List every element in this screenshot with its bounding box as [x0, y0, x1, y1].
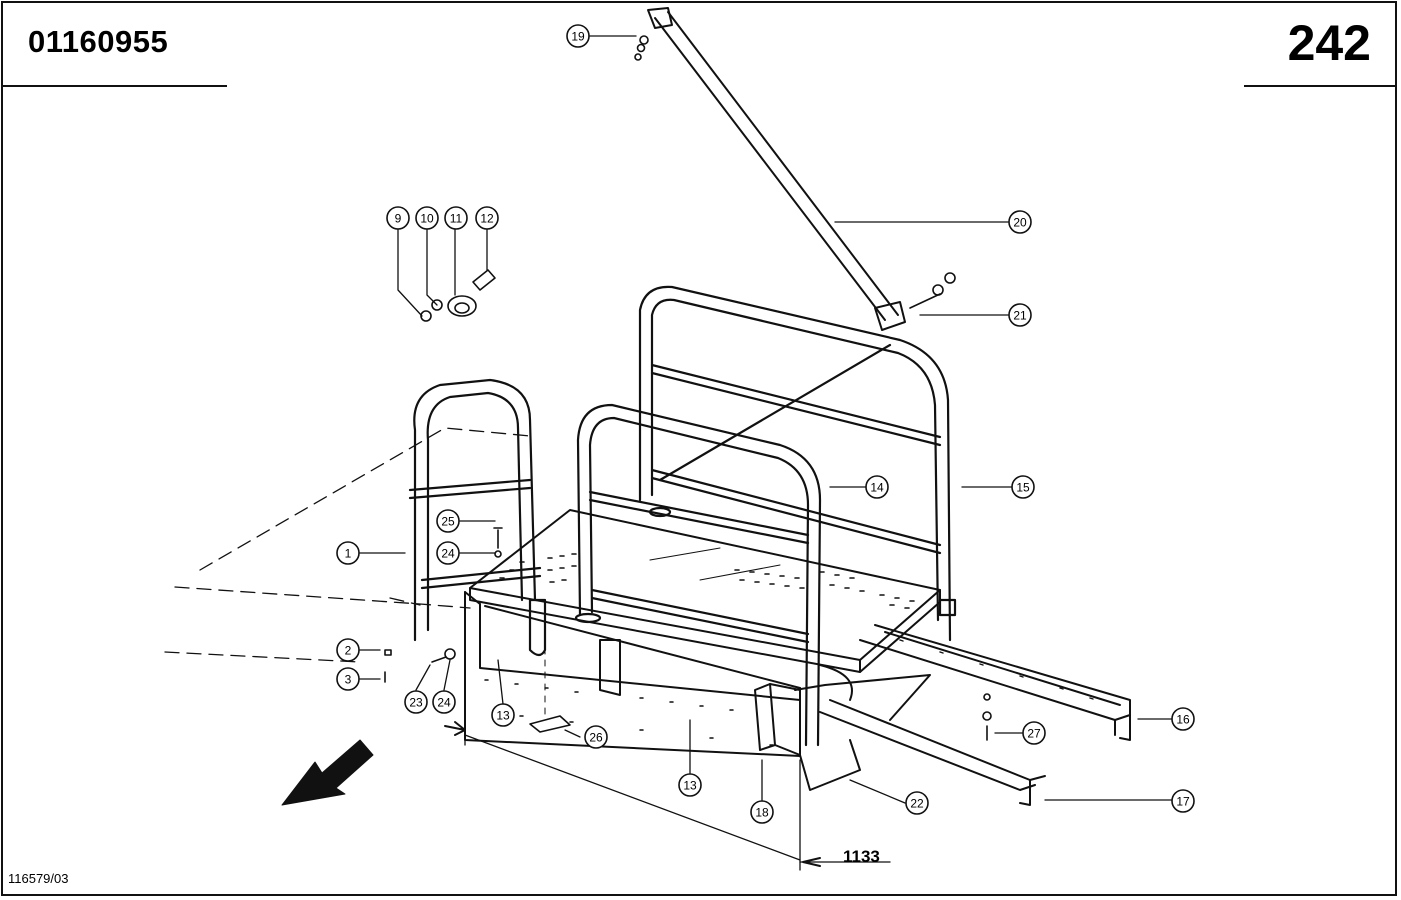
- callout-20: 20: [1008, 210, 1032, 234]
- callout-label: 17: [1176, 794, 1190, 808]
- callout-circle: [386, 206, 410, 230]
- callout-circle: [584, 725, 608, 749]
- callout-circle: [566, 24, 590, 48]
- callout-3: 3: [336, 667, 360, 691]
- callout-label: 14: [870, 480, 884, 494]
- callout-circle: [865, 475, 889, 499]
- callout-18: 18: [750, 800, 774, 824]
- floor-perforations: [499, 553, 915, 609]
- callout-label: 26: [589, 730, 603, 744]
- callout-circle: [404, 690, 428, 714]
- callout-12: 12: [475, 206, 499, 230]
- callout-label: 13: [683, 778, 697, 792]
- callout-label: 18: [755, 805, 769, 819]
- callout-label: 24: [441, 546, 455, 560]
- callout-19: 19: [566, 24, 590, 48]
- rail-17: [819, 699, 1046, 806]
- callout-13: 13: [491, 703, 515, 727]
- callout-label: 2: [345, 643, 352, 657]
- plate-22: [794, 664, 931, 791]
- callout-label: 19: [571, 29, 585, 43]
- callout-label: 25: [441, 514, 455, 528]
- callout-24: 24: [432, 690, 456, 714]
- callout-label: 15: [1016, 480, 1030, 494]
- callout-circle: [1011, 475, 1035, 499]
- callout-circle: [436, 541, 460, 565]
- callout-2: 2: [336, 638, 360, 662]
- leader-lines: [359, 35, 1173, 804]
- callout-label: 11: [450, 211, 463, 225]
- callout-24: 24: [436, 541, 460, 565]
- callout-circle: [678, 773, 702, 797]
- callout-label: 21: [1013, 308, 1027, 322]
- callout-21: 21: [1008, 303, 1032, 327]
- page-number: 242: [1287, 15, 1371, 71]
- callout-label: 12: [480, 211, 494, 225]
- callout-circle: [415, 206, 439, 230]
- handrail-15: [638, 285, 957, 642]
- callout-circle: [905, 791, 929, 815]
- document-number: 01160955: [28, 24, 169, 59]
- callout-label: 10: [420, 211, 434, 225]
- callout-circle: [336, 541, 360, 565]
- callout-label: 16: [1176, 712, 1190, 726]
- callout-circle: [475, 206, 499, 230]
- callout-23: 23: [404, 690, 428, 714]
- header-rule-left: [1, 85, 227, 87]
- callout-10: 10: [415, 206, 439, 230]
- callout-16: 16: [1171, 707, 1195, 731]
- callout-label: 24: [437, 695, 451, 709]
- callout-14: 14: [865, 475, 889, 499]
- callout-circle: [1171, 789, 1195, 813]
- callout-label: 1: [345, 546, 352, 560]
- dimension-value: 1133: [843, 847, 880, 866]
- callout-9: 9: [386, 206, 410, 230]
- callout-label: 13: [496, 708, 510, 722]
- callout-17: 17: [1171, 789, 1195, 813]
- callout-circle: [491, 703, 515, 727]
- rail-16: [859, 624, 1131, 741]
- dimension-1133: [444, 719, 891, 871]
- header-rule-right: [1244, 85, 1397, 87]
- front-beam: [464, 591, 801, 757]
- callout-circle: [432, 690, 456, 714]
- handrail-1: [408, 378, 547, 657]
- drawing-reference-code: 116579/03: [8, 871, 69, 886]
- hardware-items: [384, 35, 992, 741]
- callout-circle: [436, 509, 460, 533]
- callout-circle: [444, 206, 468, 230]
- direction-arrow-icon: [281, 739, 374, 806]
- callout-label: 3: [345, 672, 352, 686]
- bracket-18: [754, 683, 801, 756]
- callout-circle: [336, 667, 360, 691]
- callout-circle: [1008, 210, 1032, 234]
- callout-label: 27: [1027, 726, 1041, 740]
- callout-label: 23: [409, 695, 423, 709]
- callout-circle: [1171, 707, 1195, 731]
- callout-1: 1: [336, 541, 360, 565]
- callout-label: 9: [395, 211, 402, 225]
- callout-label: 20: [1013, 215, 1027, 229]
- strut-20: [647, 7, 906, 331]
- callout-circle: [750, 800, 774, 824]
- callout-circle: [336, 638, 360, 662]
- callout-13: 13: [678, 773, 702, 797]
- callout-25: 25: [436, 509, 460, 533]
- callout-circle: [1008, 303, 1032, 327]
- handrail-14: [574, 403, 822, 747]
- callout-15: 15: [1011, 475, 1035, 499]
- callout-circle: [1022, 721, 1046, 745]
- callout-26: 26: [584, 725, 608, 749]
- callout-22: 22: [905, 791, 929, 815]
- callout-27: 27: [1022, 721, 1046, 745]
- callout-11: 11: [444, 206, 468, 230]
- callout-label: 22: [910, 796, 924, 810]
